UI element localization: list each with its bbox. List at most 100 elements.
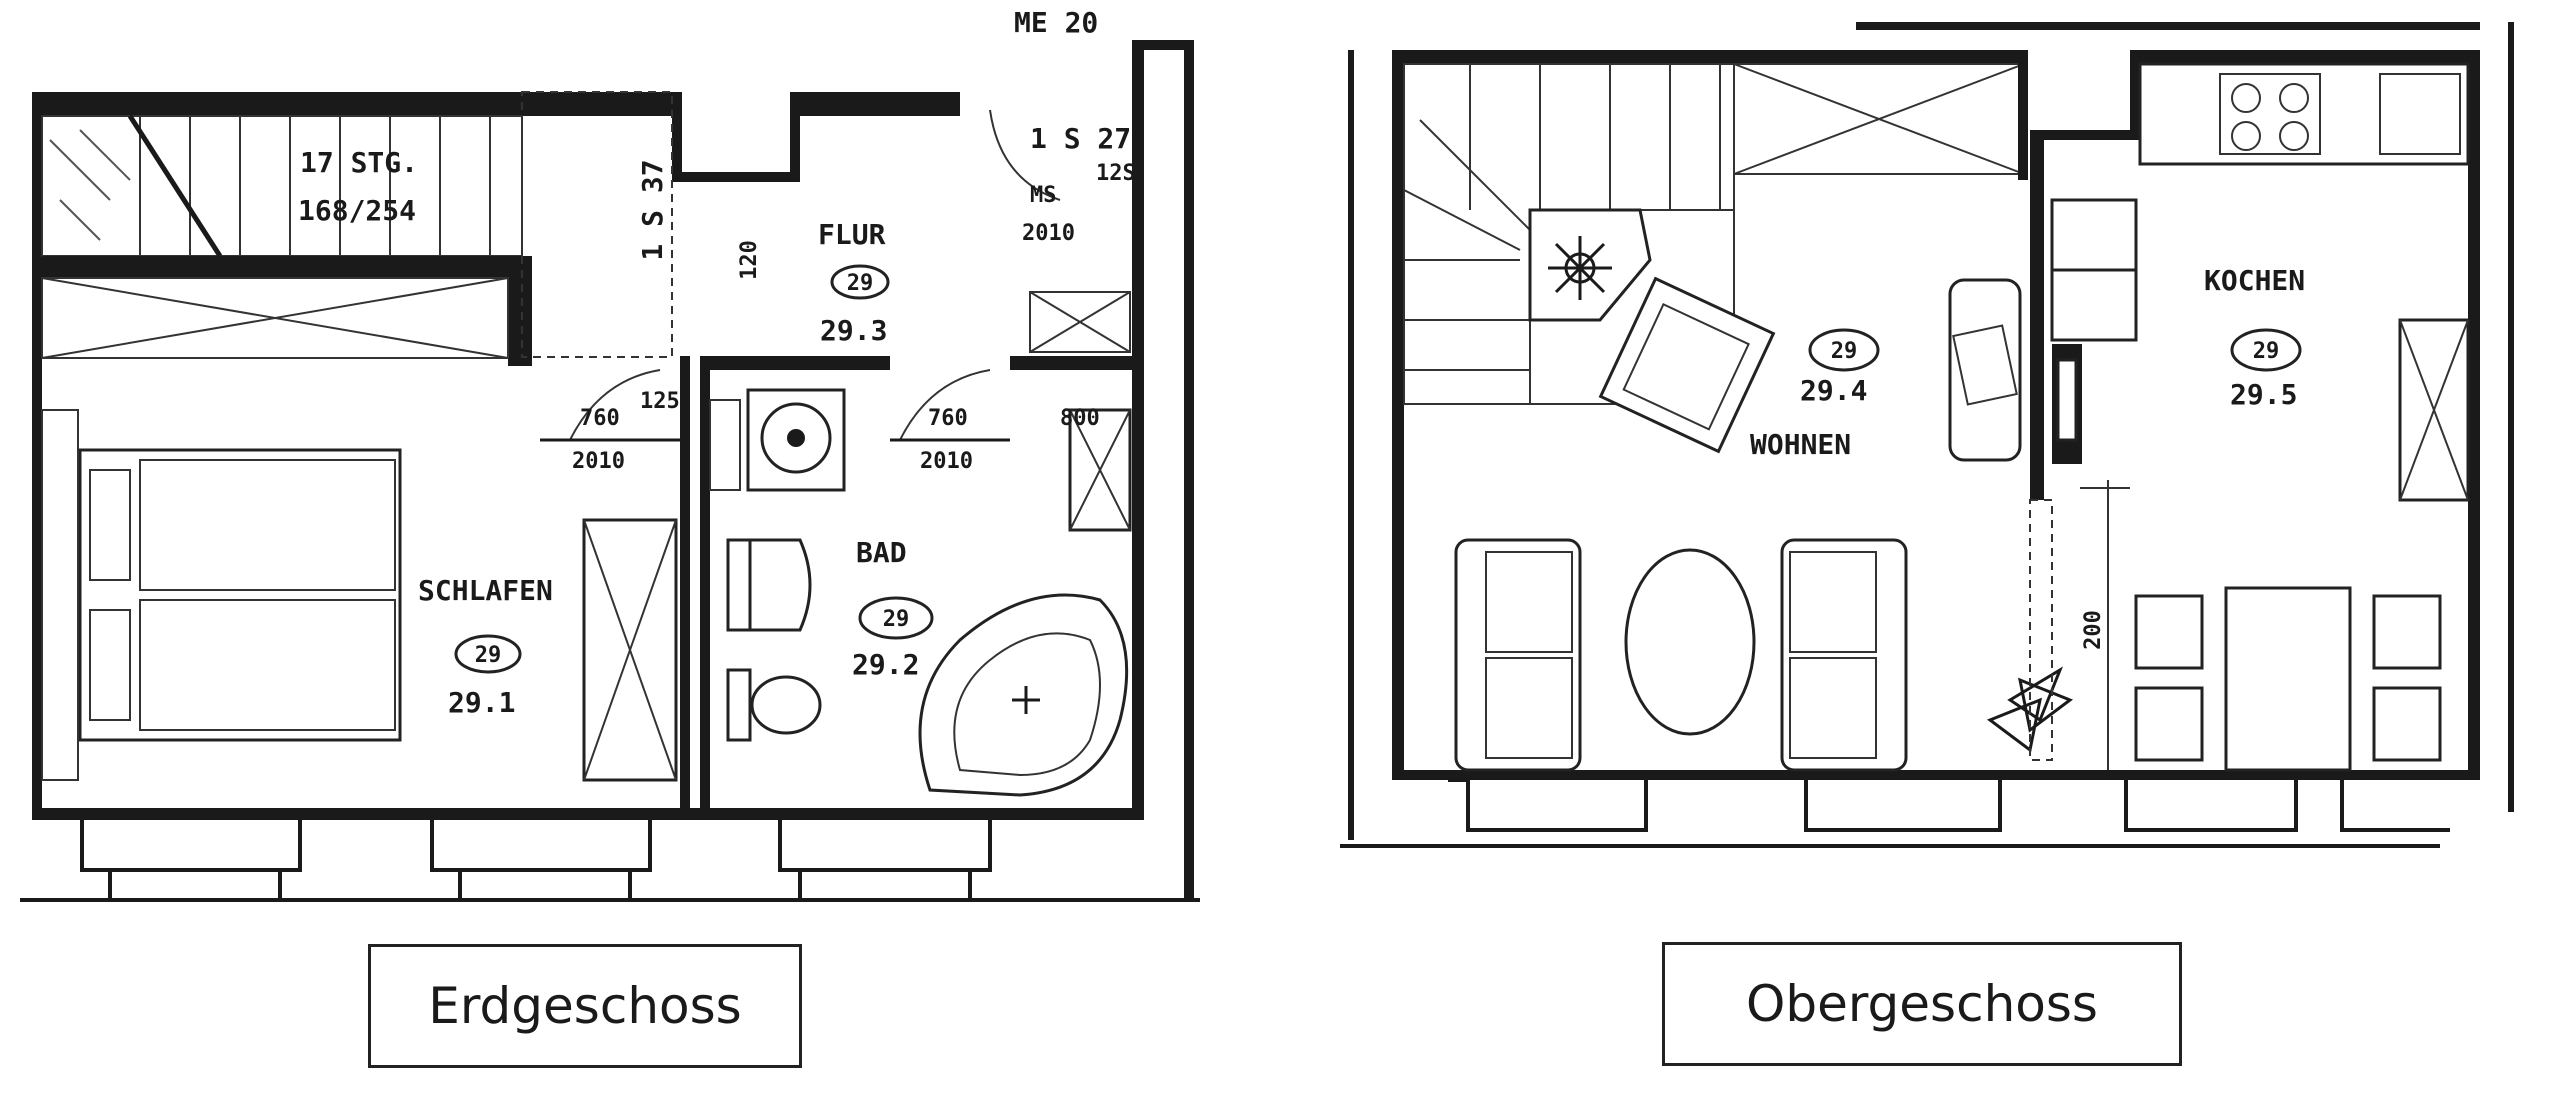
kitchen-chair-3 <box>2372 594 2442 670</box>
wohnen-room-name: WOHNEN <box>1750 428 1851 461</box>
upper-stair-treads <box>1403 64 1721 371</box>
kitchen-burner-1 <box>2231 83 2261 113</box>
kochen-room-code-badge <box>2230 328 2302 372</box>
ground-dim-12s: 12S <box>1096 161 1136 186</box>
ground-wall-notch-bottom <box>672 172 800 182</box>
kochen-room-number: 29.5 <box>2230 378 2297 411</box>
upper-stair-storage-x2 <box>1733 63 2025 175</box>
upper-windows <box>1340 778 2450 848</box>
ground-wall-partition-2 <box>700 356 710 820</box>
bad-bidet <box>750 675 822 735</box>
bad-bathtub-inner <box>953 632 1101 777</box>
bad-toilet-tank <box>726 538 752 632</box>
schlafen-room-number: 29.1 <box>448 686 515 719</box>
upper-wall-stair-right <box>2018 50 2028 180</box>
upper-outer-right-line <box>2508 22 2514 812</box>
ground-wardrobe-cross-2 <box>41 277 509 359</box>
wohnen-room-code-badge <box>1808 328 1880 372</box>
upper-wall-north-right <box>2130 50 2480 64</box>
ground-wall-flur-west <box>790 92 800 152</box>
bad-room-code: 29 <box>883 607 910 632</box>
kitchen-chair-2 <box>2134 686 2204 762</box>
bad-room-name: BAD <box>856 536 907 569</box>
kitchen-burner-3 <box>2231 121 2261 151</box>
ground-wall-north-left <box>32 92 680 116</box>
upper-wall-west <box>1392 50 1404 780</box>
ground-wall-west <box>32 92 42 820</box>
upper-wall-kitchen-top-right <box>2130 50 2140 140</box>
schlafen-nightstand <box>41 409 79 781</box>
wohnen-desk-chair-seat <box>1952 324 2018 406</box>
upper-wall-kitchen-top <box>2044 130 2140 140</box>
ground-stair-diagonal <box>127 114 223 258</box>
upper-stair-area <box>1403 63 1735 405</box>
flur-room-name: FLUR <box>818 218 886 251</box>
bed-frame <box>78 448 402 742</box>
ground-door-1-width: 760 <box>580 406 620 431</box>
upper-kitchen-chimney-2 <box>2056 358 2078 442</box>
ground-flur-shaft-x2 <box>1029 291 1131 353</box>
ground-storage-wall-right <box>508 256 532 366</box>
upper-floor-caption: Obergeschoss <box>1662 942 2182 1066</box>
ground-flur-shaft <box>1029 291 1131 353</box>
ground-wall-north-mid <box>790 92 960 116</box>
wohnen-sofa-left <box>1454 538 1582 772</box>
ground-stair-count: 17 STG. <box>300 146 418 179</box>
kitchen-burner-4 <box>2279 121 2309 151</box>
ground-floor-plan: 17 STG. 168/254 1 S 37 120 760 2010 125 … <box>20 6 1200 902</box>
ground-ms-label: MS <box>1030 183 1057 208</box>
ground-hall-dashed <box>521 91 673 358</box>
upper-wall-north-left <box>1392 50 2022 64</box>
ground-floor-caption-text: Erdgeschoss <box>428 977 742 1035</box>
ground-door-2-height: 2010 <box>920 449 973 474</box>
flur-room-number: 29.3 <box>820 314 887 347</box>
wohnen-sofa-right-seat-2 <box>1789 657 1877 759</box>
schlafen-room-name: SCHLAFEN <box>418 574 553 607</box>
wohnen-sofa-right <box>1780 538 1908 772</box>
ground-stair-treads <box>139 116 491 256</box>
flur-room-code-badge <box>830 264 890 300</box>
ground-wall-label-1: 1 S 37 <box>636 159 669 260</box>
wohnen-armchair-top-seat <box>1622 303 1750 431</box>
kitchen-stove <box>2219 73 2321 155</box>
schlafen-wardrobe-x2 <box>583 519 677 781</box>
ground-wall-flur-south <box>710 356 890 370</box>
schlafen-room-code-badge <box>454 634 522 674</box>
ground-flur-stair-arc <box>989 109 1061 201</box>
bad-width-800: 800 <box>1060 406 1100 431</box>
ground-storage-wall <box>42 256 532 278</box>
ground-top-marker: ME 20 <box>1014 6 1098 39</box>
ground-height-label: 120 <box>737 240 762 280</box>
ground-door-bad-swing <box>899 369 991 441</box>
kitchen-chair-1 <box>2134 594 2204 670</box>
ground-door-1-height: 2010 <box>572 449 625 474</box>
upper-floor-caption-text: Obergeschoss <box>1746 975 2098 1033</box>
bad-shaft <box>709 399 741 491</box>
bed-mattress-bottom <box>139 599 396 731</box>
bad-room-code-badge <box>858 596 934 640</box>
schlafen-room-code: 29 <box>475 643 502 668</box>
wohnen-room-number: 29.4 <box>1800 374 1867 407</box>
wohnen-armchair-top <box>1598 276 1776 454</box>
kochen-room-name: KOCHEN <box>2204 264 2305 297</box>
upper-opening-height: 200 <box>2081 610 2106 650</box>
upper-floor-plan: 200 WOHNEN 29 29.4 KOCHEN 29 29.5 <box>1340 22 2514 848</box>
bad-washbasin-drain <box>787 429 805 447</box>
wohnen-sofa-right-seat-1 <box>1789 551 1877 653</box>
kitchen-chair-4 <box>2372 686 2442 762</box>
upper-roof-line <box>1856 22 2480 30</box>
ground-stair-area <box>41 115 523 257</box>
ground-stair-ratio: 168/254 <box>298 194 416 227</box>
bad-cabinet-x2 <box>1069 409 1131 531</box>
bed-mattress-top <box>139 459 396 591</box>
ground-stair-hatch <box>49 129 131 241</box>
wohnen-plant-icon <box>1986 666 2074 753</box>
ground-dim-125: 125 <box>640 389 680 414</box>
wohnen-coffee-table <box>1624 548 1756 736</box>
ground-wall-partition <box>680 356 690 820</box>
upper-kitchen-shaft <box>2050 198 2138 272</box>
kochen-room-code: 29 <box>2253 339 2280 364</box>
ground-wall-east <box>1132 40 1144 820</box>
flur-room-code: 29 <box>847 271 874 296</box>
